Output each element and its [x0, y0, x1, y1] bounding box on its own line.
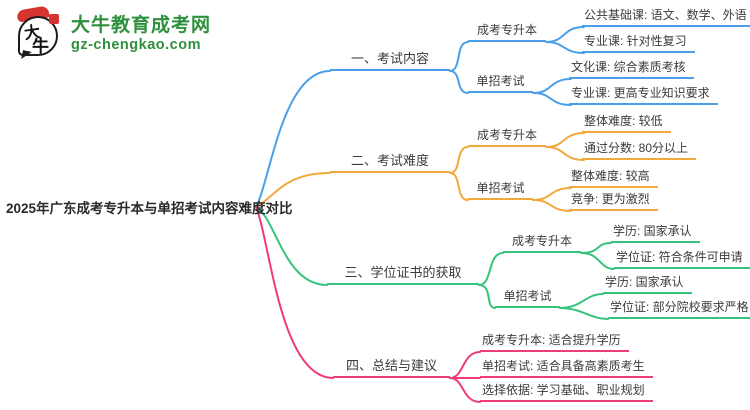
branch-2-sub-chengkao: 成考专升本 [468, 128, 546, 147]
branch-1-edges [255, 26, 585, 208]
branch-2-sub-danzhao: 单招考试 [468, 181, 533, 200]
leaf-node: 竞争: 更为激烈 [569, 192, 658, 211]
branch-3-sub-chengkao: 成考专升本 [503, 234, 581, 253]
branch-4-summary-advice: 四、总结与建议 [333, 358, 450, 378]
bubble-tail [21, 50, 32, 61]
branch-2-exam-difficulty: 二、考试难度 [330, 153, 450, 173]
branch-3-sub-danzhao: 单招考试 [495, 289, 560, 308]
leaf-node: 整体难度: 较低 [582, 114, 671, 133]
leaf-node: 专业课: 针对性复习 [582, 34, 695, 53]
leaf-node: 文化课: 综合素质考核 [569, 60, 694, 79]
branch-2-edges [255, 132, 585, 212]
branch-4-edges [255, 206, 481, 403]
site-logo: 大 牛 大牛教育成考网 gz-chengkao.com [16, 5, 211, 61]
leaf-node: 公共基础课: 语文、数学、外语 [582, 8, 750, 27]
leaf-node: 学历: 国家承认 [603, 275, 692, 294]
leaf-node: 整体难度: 较高 [569, 169, 658, 188]
branch-3-edges [255, 206, 615, 320]
branch-1-sub-chengkao: 成考专升本 [468, 23, 546, 42]
logo-text: 大牛教育成考网 gz-chengkao.com [71, 15, 211, 54]
logo-char-niu: 牛 [32, 37, 49, 56]
leaf-node: 学位证: 部分院校要求严格 [608, 300, 750, 319]
branch-1-sub-danzhao: 单招考试 [468, 74, 533, 93]
leaf-node: 通过分数: 80分以上 [582, 141, 697, 160]
site-name: 大牛教育成考网 [71, 14, 212, 36]
branch-1-exam-content: 一、考试内容 [330, 51, 450, 71]
leaf-node: 成考专升本: 适合提升学历 [480, 333, 629, 352]
branch-3-degree-certificate: 三、学位证书的获取 [327, 265, 479, 285]
logo-seal-icon [49, 14, 59, 24]
leaf-node: 学位证: 符合条件可申请 [614, 250, 750, 269]
site-url: gz-chengkao.com [71, 36, 201, 53]
mindmap-root-title: 2025年广东成考专升本与单招考试内容难度对比 [6, 201, 293, 216]
leaf-node: 单招考试: 适合具备高素质考生 [480, 359, 653, 378]
leaf-node: 专业课: 更高专业知识要求 [569, 86, 718, 105]
leaf-node: 学历: 国家承认 [611, 224, 700, 243]
logo-bubble-icon: 大 牛 [16, 5, 62, 61]
leaf-node: 选择依据: 学习基础、职业规划 [480, 383, 653, 402]
